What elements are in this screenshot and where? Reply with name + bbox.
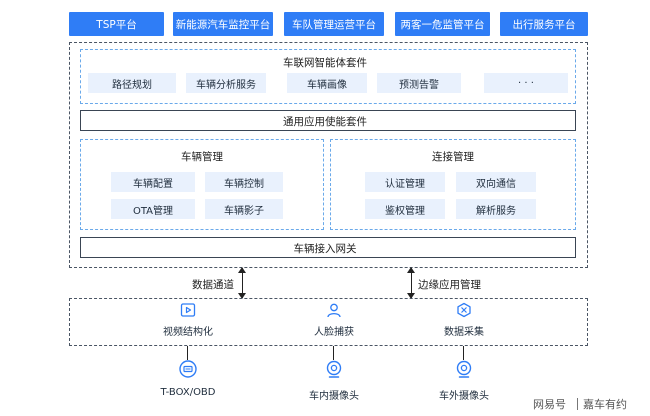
- edge-app-label-data: 数据采集: [444, 327, 484, 338]
- chip-parse-service: 解析服务: [456, 199, 536, 219]
- camera-icon: [325, 360, 343, 382]
- arrow-up-icon: [238, 267, 246, 273]
- arrow-up-icon: [407, 267, 415, 273]
- watermark-author: 嘉车有约: [583, 398, 627, 411]
- edge-mgmt-label: 边缘应用管理: [418, 279, 481, 291]
- watermark-brand: 网易号: [533, 398, 566, 411]
- gateway-box: [80, 237, 576, 258]
- platform-mobility-service: 出行服务平台: [500, 12, 588, 36]
- conn-mgmt-frame: [330, 139, 576, 230]
- face-icon: [326, 302, 342, 322]
- data-channel-arrow: [238, 267, 246, 299]
- gateway-label: 车辆接入网关: [293, 243, 357, 255]
- iov-suite-title: 车联网智能体套件: [283, 57, 367, 69]
- device-label-in-camera: 车内摄像头: [309, 391, 359, 402]
- chip-predictive-alert: 预测告警: [377, 73, 461, 93]
- edge-mgmt-arrow: [407, 267, 415, 299]
- chip-vehicle-shadow: 车辆影子: [205, 199, 283, 219]
- vehicle-mgmt-frame: [80, 139, 324, 230]
- cloud-platform-frame: [69, 42, 588, 268]
- video-icon: [180, 302, 196, 322]
- chip-authorization-mgmt: 鉴权管理: [365, 199, 445, 219]
- chip-route-planning: 路径规划: [88, 73, 176, 93]
- platform-nev-monitor: 新能源汽车监控平台: [173, 12, 273, 36]
- edge-frame: [69, 298, 588, 346]
- vehicle-mgmt-title: 车辆管理: [181, 151, 223, 163]
- iov-suite-frame: [80, 49, 576, 104]
- chip-bidirectional-comm: 双向通信: [456, 172, 536, 192]
- chip-vehicle-control: 车辆控制: [205, 172, 283, 192]
- data-collect-icon: [456, 302, 472, 322]
- conn-mgmt-title: 连接管理: [432, 151, 474, 163]
- platform-fleet-ops: 车队管理运营平台: [284, 12, 384, 36]
- general-suite-box: [80, 110, 576, 131]
- device-label-out-camera: 车外摄像头: [439, 391, 489, 402]
- platform-hazmat-supervision: 两客一危监管平台: [395, 12, 490, 36]
- chip-vehicle-analysis: 车辆分析服务: [186, 73, 266, 93]
- general-suite-label: 通用应用使能套件: [283, 116, 367, 128]
- chip-more: · · ·: [484, 73, 568, 93]
- chip-auth-mgmt: 认证管理: [365, 172, 445, 192]
- data-channel-label: 数据通道: [192, 279, 234, 291]
- edge-app-label-face: 人脸捕获: [314, 327, 354, 338]
- camera-icon: [455, 360, 473, 382]
- chip-ota-mgmt: OTA管理: [111, 199, 195, 219]
- edge-app-label-video: 视频结构化: [163, 327, 213, 338]
- arrow-down-icon: [238, 293, 246, 299]
- platform-tsp: TSP平台: [69, 12, 164, 36]
- connector-line: [333, 346, 334, 360]
- connector-line: [463, 346, 464, 360]
- watermark-divider: [577, 398, 578, 410]
- device-label-tbox: T-BOX/OBD: [160, 387, 216, 398]
- chip-vehicle-profile: 车辆画像: [287, 73, 367, 93]
- chip-vehicle-config: 车辆配置: [111, 172, 195, 192]
- tbox-icon: [179, 360, 197, 382]
- arrow-down-icon: [407, 293, 415, 299]
- connector-line: [187, 346, 188, 360]
